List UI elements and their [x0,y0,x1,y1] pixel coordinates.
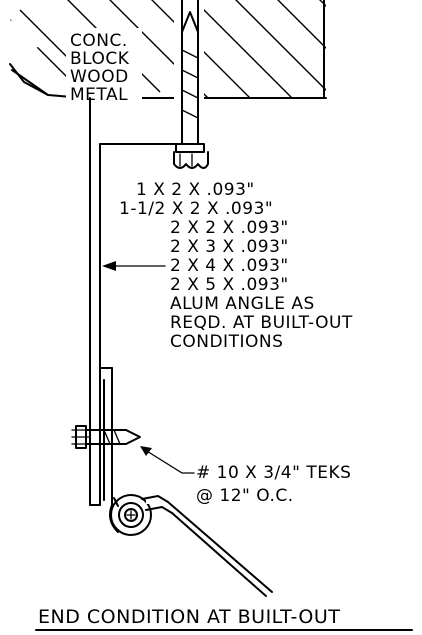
title-text: END CONDITION AT BUILT-OUT [38,606,340,628]
detail-title: END CONDITION AT BUILT-OUT [35,606,413,631]
substrate-label-line-3: WOOD [70,67,129,87]
teks-leader [140,446,195,474]
angle-note-line-3: CONDITIONS [170,332,283,352]
angle-size-4: 2 X 3 X .093" [170,237,289,257]
angle-note-line-2: REQD. AT BUILT-OUT [170,313,353,333]
teks-screw [71,425,141,449]
angle-size-1: 1 X 2 X .093" [136,180,255,200]
anchor-fastener [173,0,209,169]
angle-note-line-1: ALUM ANGLE AS [170,294,315,314]
angle-size-3: 2 X 2 X .093" [170,218,289,238]
teks-note-line-2: @ 12" O.C. [196,486,294,506]
track-plate [99,367,113,506]
substrate-label-line-2: BLOCK [70,49,130,69]
break-symbol [9,63,49,96]
angle-leader [102,261,166,271]
teks-note: # 10 X 3/4" TEKS @ 12" O.C. [196,463,351,506]
substrate-label-line-4: METAL [70,85,128,105]
angle-size-6: 2 X 5 X .093" [170,275,289,295]
hinge-profile [109,490,273,597]
angle-size-list: 1 X 2 X .093" 1-1/2 X 2 X .093" 2 X 2 X … [119,180,353,352]
teks-note-line-1: # 10 X 3/4" TEKS [196,463,351,483]
angle-size-2: 1-1/2 X 2 X .093" [119,199,273,219]
substrate-label: CONC. BLOCK WOOD METAL [66,28,142,106]
wall-hatching [10,0,326,98]
substrate-wall [9,0,327,99]
substrate-label-line-1: CONC. [70,31,128,51]
angle-size-5: 2 X 4 X .093" [170,256,289,276]
